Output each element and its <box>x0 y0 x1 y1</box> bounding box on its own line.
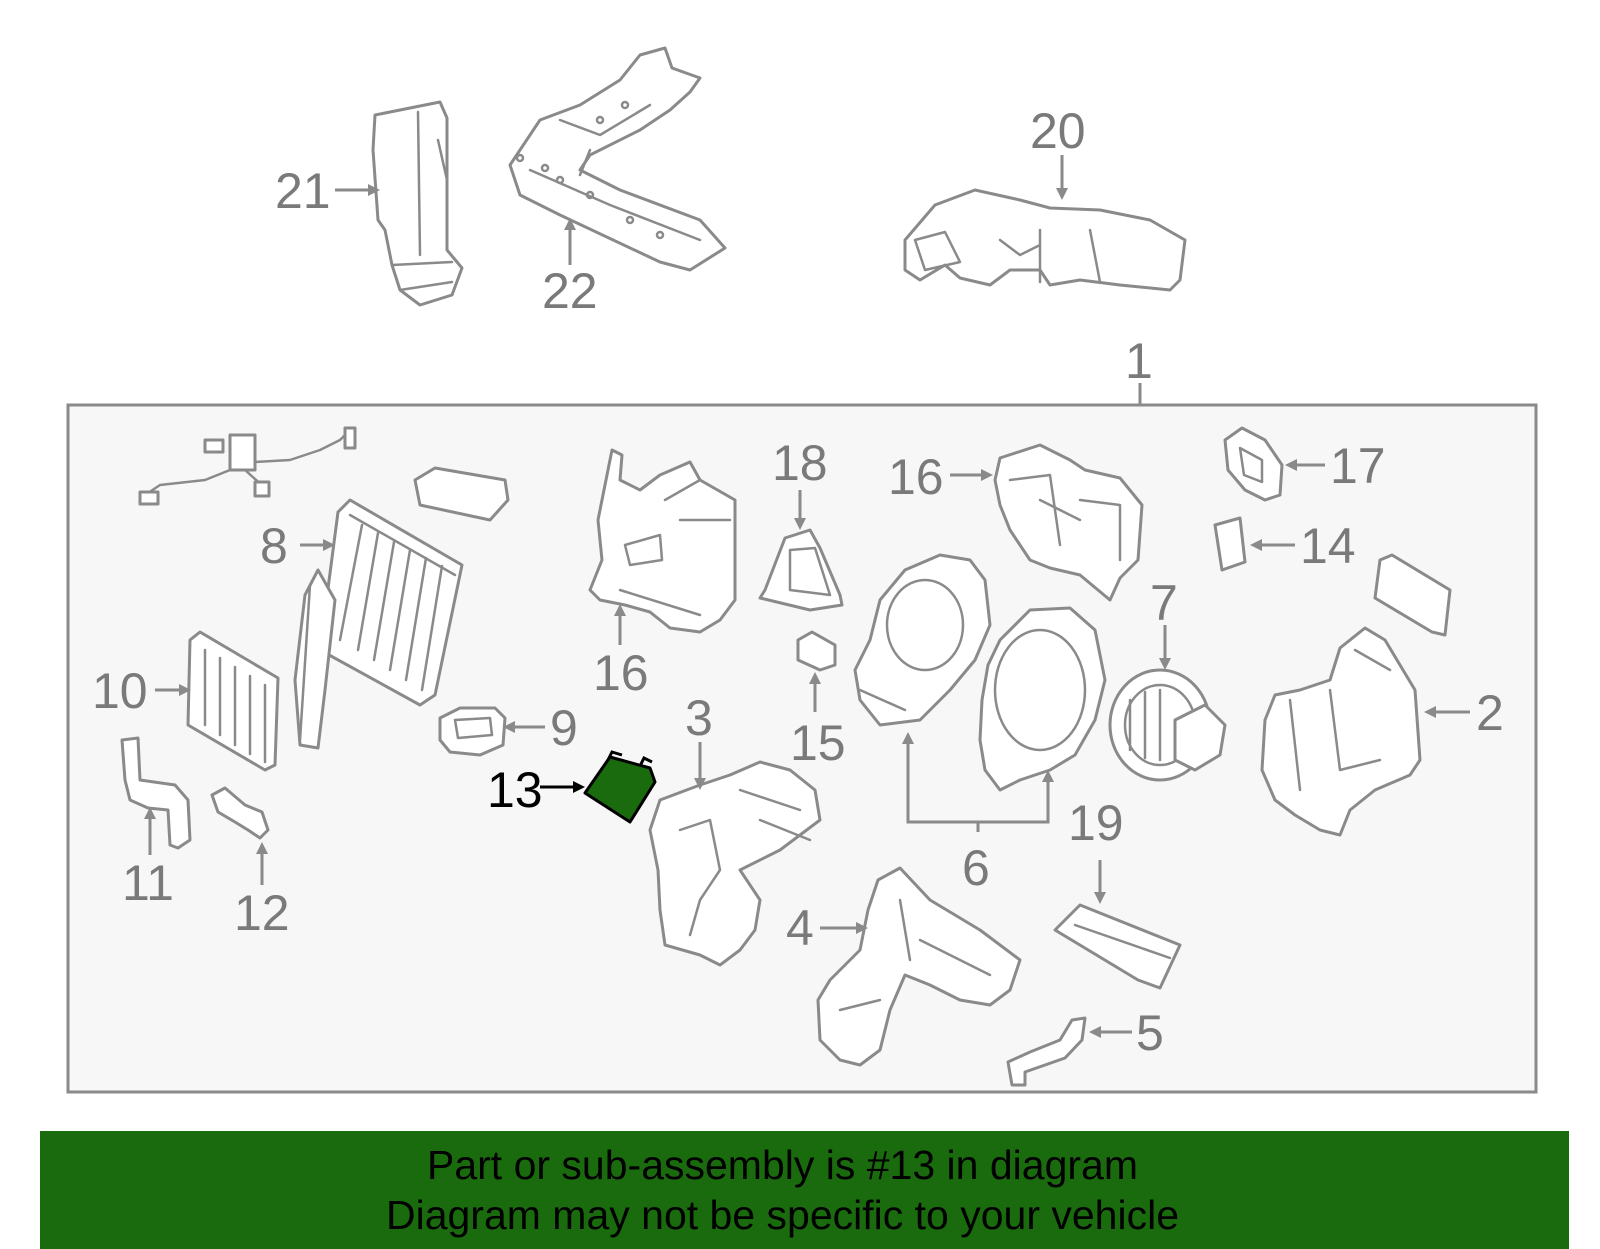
callout-1: 1 <box>1125 333 1153 389</box>
leader-19 <box>1094 860 1106 904</box>
callout-15: 15 <box>790 715 846 771</box>
part-7-blower-motor <box>1108 668 1227 782</box>
part-9-seal <box>438 706 507 757</box>
leader-15 <box>809 672 821 712</box>
part-18 <box>758 528 844 612</box>
part-6-scroll-right <box>978 606 1107 792</box>
leader-3 <box>694 742 706 790</box>
part-19-filter <box>1053 903 1182 990</box>
leader-22 <box>564 218 576 265</box>
callout-14: 14 <box>1300 518 1356 574</box>
part-22-duct <box>508 46 727 272</box>
callout-17: 17 <box>1330 438 1386 494</box>
callout-3: 3 <box>685 690 713 746</box>
leader-12 <box>256 842 268 885</box>
callout-6: 6 <box>962 840 990 896</box>
part-21-duct <box>371 100 464 307</box>
part-13-highlighted <box>583 750 657 824</box>
part-20-duct <box>903 188 1187 292</box>
leader-6 <box>902 732 1054 832</box>
callout-22: 22 <box>542 263 598 319</box>
callout-4: 4 <box>786 900 814 956</box>
banner-line-1: Part or sub-assembly is #13 in diagram <box>427 1142 1138 1188</box>
leader-17 <box>1285 459 1325 471</box>
part-cover-plate <box>413 466 510 522</box>
part-10-heater-core <box>186 630 280 772</box>
callout-21: 21 <box>275 163 331 219</box>
leader-18 <box>794 490 806 530</box>
leader-7 <box>1159 625 1171 670</box>
leader-8 <box>300 539 335 551</box>
callout-5: 5 <box>1136 1005 1164 1061</box>
info-banner: Part or sub-assembly is #13 in diagram D… <box>40 1131 1569 1249</box>
part-15 <box>796 630 837 672</box>
callout-8: 8 <box>260 518 288 574</box>
leader-16-left <box>614 604 626 645</box>
leader-9 <box>503 721 545 733</box>
part-5-pipe <box>1006 1016 1087 1087</box>
callout-13: 13 <box>487 762 543 818</box>
leader-5 <box>1089 1026 1132 1038</box>
part-16-housing-right <box>993 443 1144 602</box>
callout-7: 7 <box>1150 575 1178 631</box>
part-3-housing <box>648 760 822 967</box>
banner-line-2: Diagram may not be specific to your vehi… <box>385 1192 1179 1238</box>
callout-9: 9 <box>550 700 578 756</box>
part-wiring-harness <box>138 426 357 506</box>
leader-2 <box>1424 706 1470 718</box>
part-14 <box>1213 516 1247 572</box>
part-16-housing-left <box>588 448 737 634</box>
callout-12: 12 <box>234 885 290 941</box>
part-2-case <box>1260 626 1422 837</box>
part-6-scroll-left <box>853 553 992 727</box>
leader-10 <box>155 684 191 696</box>
leader-16-right <box>950 469 993 481</box>
callout-11: 11 <box>122 855 174 911</box>
leader-11 <box>144 807 156 855</box>
part-12-hose <box>210 786 270 840</box>
part-4-case <box>816 866 1022 1067</box>
leader-21 <box>335 184 380 196</box>
leader-14 <box>1250 539 1295 551</box>
part-11-hose <box>120 736 192 850</box>
callout-16-right: 16 <box>888 449 944 505</box>
part-8-evaporator <box>293 498 464 750</box>
leader-20 <box>1056 155 1068 200</box>
part-17-ring <box>1223 426 1284 502</box>
callout-2: 2 <box>1476 685 1504 741</box>
callout-10: 10 <box>92 663 148 719</box>
callout-16-left: 16 <box>593 645 649 701</box>
leader-13 <box>540 781 585 793</box>
callout-18: 18 <box>772 435 828 491</box>
callout-19: 19 <box>1068 795 1124 851</box>
leader-4 <box>820 922 868 934</box>
callout-20: 20 <box>1030 103 1086 159</box>
part-filter-small <box>1373 553 1452 637</box>
